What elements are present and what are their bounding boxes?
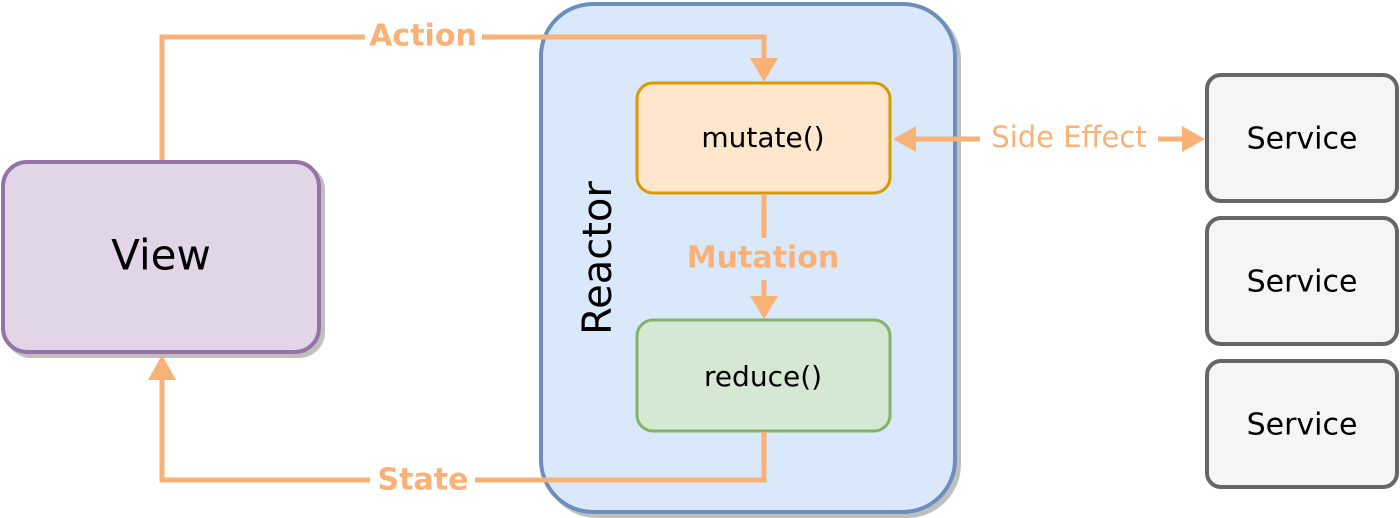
view-node	[1, 160, 321, 354]
action-line-right	[482, 34, 767, 60]
reactor-label: Reactor	[575, 181, 621, 335]
state-arrowhead	[148, 355, 176, 380]
mutate-node	[635, 81, 892, 195]
side-effect-label: Side Effect	[991, 120, 1146, 154]
side-effect-arrowhead-left	[893, 126, 916, 152]
state-edge	[148, 355, 767, 483]
action-line-left	[159, 34, 365, 160]
service-box-2	[1205, 216, 1399, 346]
action-label: Action	[369, 19, 477, 54]
side-effect-arrowhead-right	[1182, 126, 1205, 152]
action-arrowhead	[750, 58, 778, 82]
service-label-3: Service	[1247, 408, 1358, 443]
reduce-label: reduce()	[704, 360, 822, 393]
mutation-label: Mutation	[687, 241, 839, 276]
service-label-1: Service	[1247, 122, 1358, 157]
action-edge	[159, 34, 778, 160]
mutate-box	[635, 81, 892, 195]
service-label-2: Service	[1247, 265, 1358, 300]
view-box	[1, 160, 321, 354]
service-box-3	[1205, 359, 1399, 489]
view-label: View	[111, 231, 211, 280]
service-node-3: Service	[1205, 359, 1399, 489]
service-node-2: Service	[1205, 216, 1399, 346]
mutation-edge	[750, 194, 778, 319]
side-effect-edge	[893, 126, 1205, 152]
reduce-node	[635, 318, 892, 433]
mutation-arrowhead	[750, 296, 778, 319]
state-label: State	[378, 463, 469, 498]
state-line-right	[475, 432, 767, 483]
state-line-left	[159, 378, 370, 483]
service-box-1	[1205, 73, 1399, 203]
service-node-1: Service	[1205, 73, 1399, 203]
mutate-label: mutate()	[701, 121, 824, 154]
reduce-box	[635, 318, 892, 433]
